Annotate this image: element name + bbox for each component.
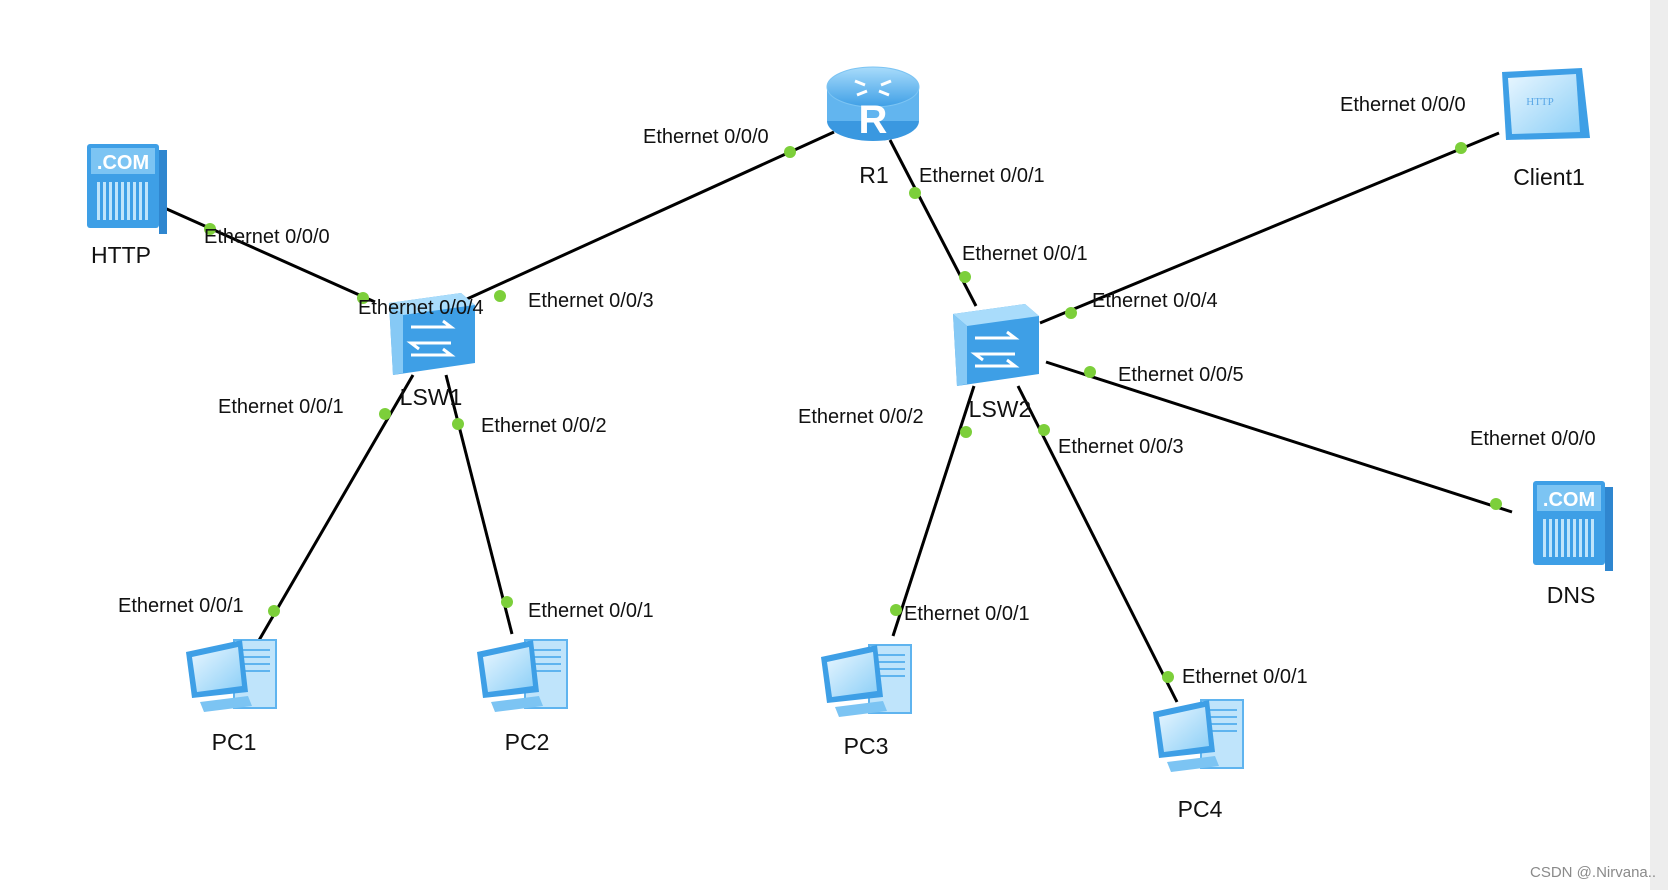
port-dot-dns xyxy=(1490,498,1502,510)
device-label-pc4: PC4 xyxy=(1178,796,1223,822)
device-label-client1: Client1 xyxy=(1513,164,1585,190)
port-label-lsw2: Ethernet 0/0/1 xyxy=(962,243,1088,265)
port-dot-pc2 xyxy=(501,596,513,608)
port-label-pc2: Ethernet 0/0/1 xyxy=(528,600,654,622)
switch-icon xyxy=(953,304,1039,386)
link-http-lsw1[interactable] xyxy=(159,204,376,304)
port-label-lsw1: Ethernet 0/0/2 xyxy=(481,415,607,437)
port-dot-r1 xyxy=(909,187,921,199)
port-label-dns: Ethernet 0/0/0 xyxy=(1470,428,1596,450)
port-dot-client1 xyxy=(1455,142,1467,154)
router-icon: R xyxy=(826,66,920,142)
port-dot-http xyxy=(204,223,216,235)
switch-icon xyxy=(389,293,475,375)
port-dot-lsw2 xyxy=(959,271,971,283)
pc-icon xyxy=(477,639,568,712)
port-dot-lsw1 xyxy=(379,408,391,420)
port-label-client1: Ethernet 0/0/0 xyxy=(1340,94,1466,116)
device-client1[interactable]: HTTP Client1 xyxy=(1502,68,1590,190)
port-label-r1: Ethernet 0/0/0 xyxy=(643,126,769,148)
device-label-lsw1: LSW1 xyxy=(400,384,463,410)
client-icon: HTTP xyxy=(1502,68,1590,140)
svg-text:.COM: .COM xyxy=(1543,489,1595,511)
server-icon: .COM xyxy=(87,144,167,234)
device-lsw2[interactable]: LSW2 xyxy=(953,304,1039,422)
port-dot-lsw2 xyxy=(960,426,972,438)
svg-text:HTTP: HTTP xyxy=(1526,96,1554,108)
device-label-dns: DNS xyxy=(1547,582,1596,608)
port-dot-lsw2 xyxy=(1084,366,1096,378)
device-label-http: HTTP xyxy=(91,242,151,268)
port-dot-r1 xyxy=(784,146,796,158)
svg-text:.COM: .COM xyxy=(97,152,149,174)
device-http[interactable]: .COM HTTP xyxy=(87,144,167,268)
port-label-pc3: Ethernet 0/0/1 xyxy=(904,603,1030,625)
device-pc3[interactable]: PC3 xyxy=(821,644,912,759)
link-lsw2-dns[interactable] xyxy=(1045,360,1513,514)
watermark: CSDN @.Nirvana.. xyxy=(1530,864,1656,881)
link-lsw1-pc2[interactable] xyxy=(444,374,514,635)
port-label-lsw1: Ethernet 0/0/3 xyxy=(528,290,654,312)
device-label-pc1: PC1 xyxy=(212,729,257,755)
port-label-lsw2: Ethernet 0/0/4 xyxy=(1092,290,1218,312)
port-dot-lsw1 xyxy=(357,292,369,304)
port-label-lsw2: Ethernet 0/0/2 xyxy=(798,406,924,428)
port-label-pc4: Ethernet 0/0/1 xyxy=(1182,666,1308,688)
port-label-lsw2: Ethernet 0/0/3 xyxy=(1058,436,1184,458)
link-lsw2-pc4[interactable] xyxy=(1016,385,1179,703)
port-label-r1: Ethernet 0/0/1 xyxy=(919,165,1045,187)
svg-text:R: R xyxy=(859,98,888,142)
port-dot-lsw2 xyxy=(1038,424,1050,436)
port-dot-lsw1 xyxy=(452,418,464,430)
device-label-r1: R1 xyxy=(859,162,888,188)
link-lsw2-pc3[interactable] xyxy=(891,385,976,637)
device-label-pc2: PC2 xyxy=(505,729,550,755)
port-label-lsw1: Ethernet 0/0/4 xyxy=(358,297,484,319)
right-edge-strip xyxy=(1650,0,1668,890)
device-dns[interactable]: .COM DNS xyxy=(1533,481,1613,608)
port-dot-lsw2 xyxy=(1065,307,1077,319)
port-label-http: Ethernet 0/0/0 xyxy=(204,226,330,248)
server-icon: .COM xyxy=(1533,481,1613,571)
port-label-lsw2: Ethernet 0/0/5 xyxy=(1118,364,1244,386)
pc-icon xyxy=(186,639,277,712)
port-dot-lsw1 xyxy=(494,290,506,302)
device-pc1[interactable]: PC1 xyxy=(186,639,277,755)
device-label-lsw2: LSW2 xyxy=(969,396,1032,422)
device-label-pc3: PC3 xyxy=(844,733,889,759)
device-pc2[interactable]: PC2 xyxy=(477,639,568,755)
port-label-pc1: Ethernet 0/0/1 xyxy=(118,595,244,617)
port-dot-pc1 xyxy=(268,605,280,617)
link-lsw2-client1[interactable] xyxy=(1039,131,1500,325)
device-r1[interactable]: R R1 xyxy=(826,66,920,188)
device-lsw1[interactable]: LSW1 xyxy=(389,293,475,410)
pc-icon xyxy=(821,644,912,717)
link-lsw1-r1[interactable] xyxy=(466,130,835,301)
pc-icon xyxy=(1153,699,1244,772)
port-dot-pc4 xyxy=(1162,671,1174,683)
port-dot-pc3 xyxy=(890,604,902,616)
port-label-lsw1: Ethernet 0/0/1 xyxy=(218,396,344,418)
device-pc4[interactable]: PC4 xyxy=(1153,699,1244,822)
